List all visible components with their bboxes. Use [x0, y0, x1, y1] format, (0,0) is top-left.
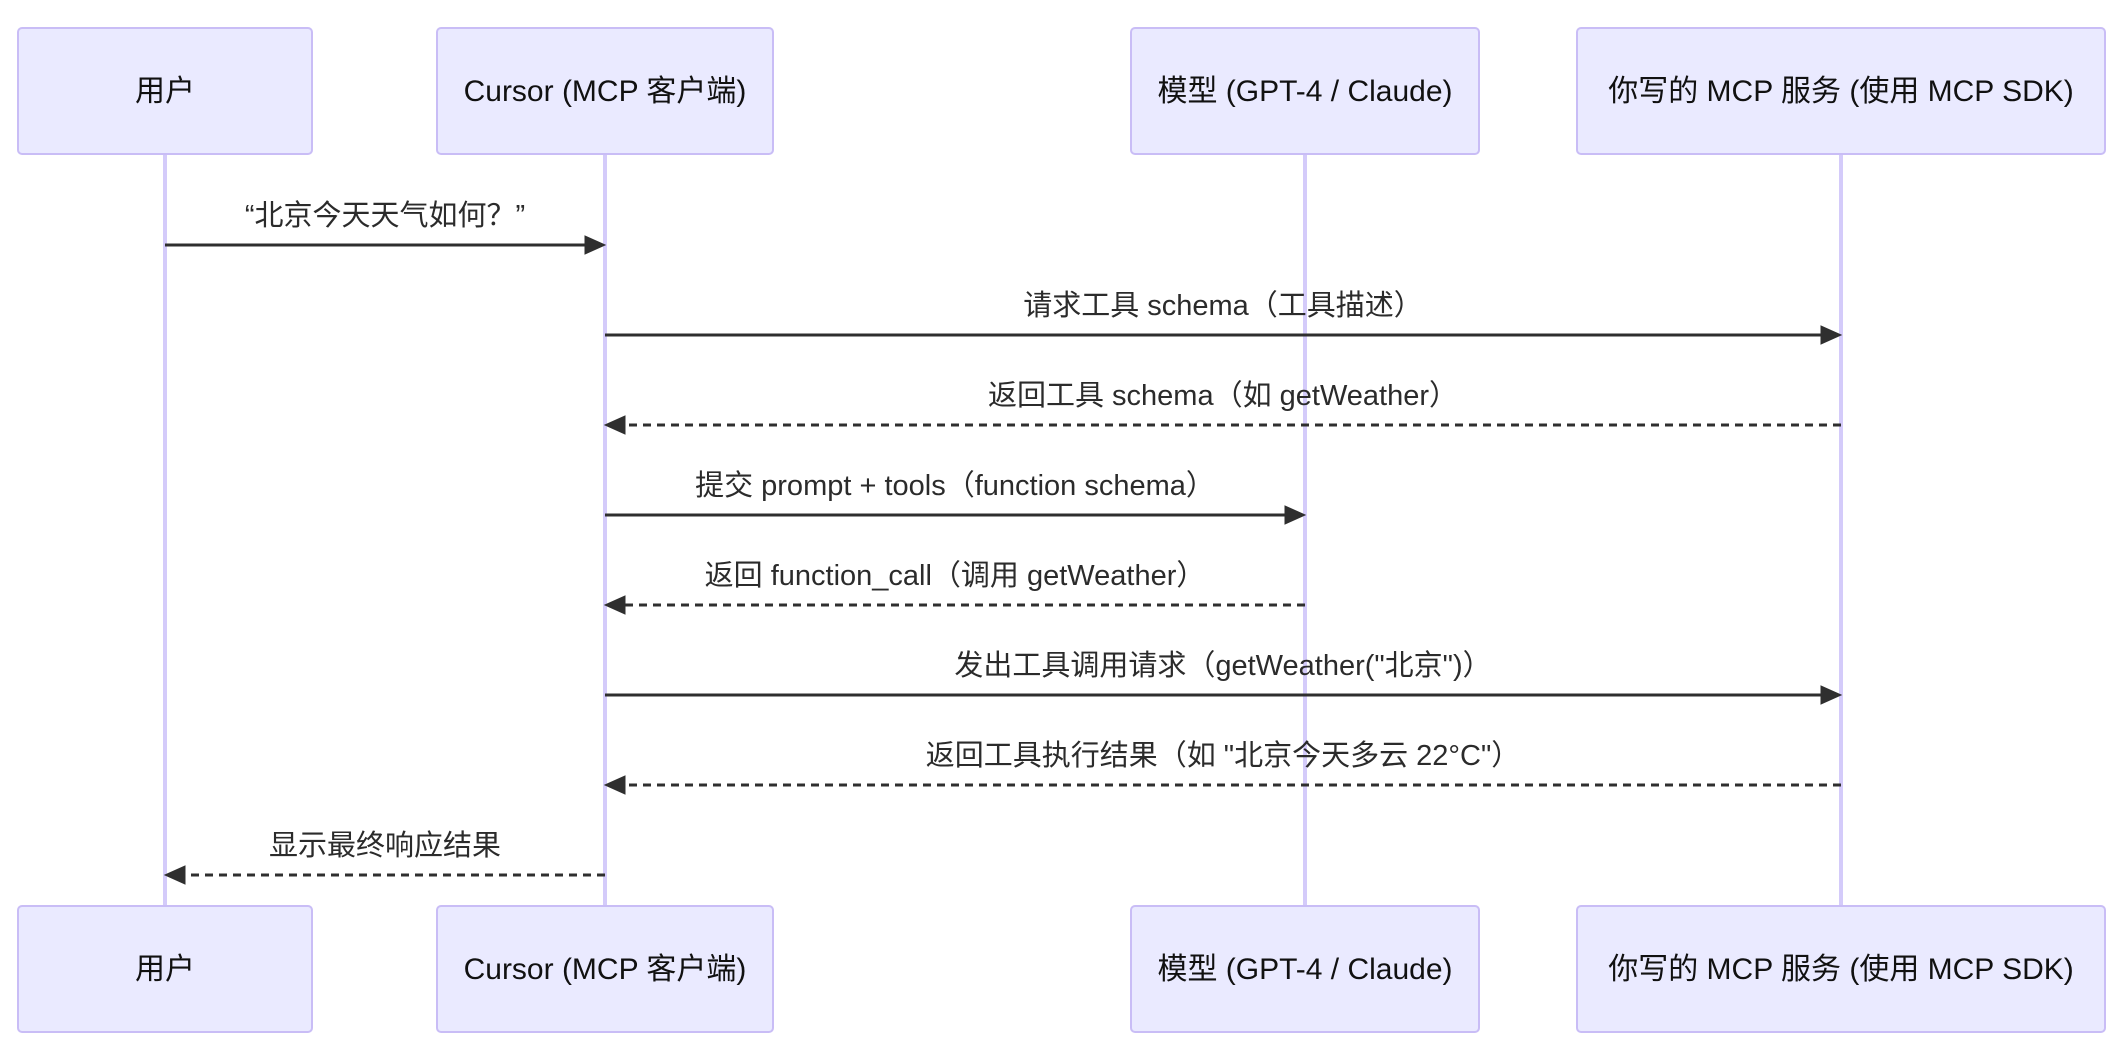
- actor-box: [1130, 905, 1480, 1033]
- message-label: 请求工具 schema（工具描述）: [1023, 289, 1423, 322]
- message-label: 提交 prompt + tools（function schema）: [695, 469, 1215, 502]
- arrowhead-icon: [1820, 685, 1843, 705]
- message-label: “北京今天天气如何？”: [245, 199, 525, 232]
- actor-bottom-mcp: 你写的 MCP 服务 (使用 MCP SDK): [1576, 905, 2106, 1033]
- message-label: 显示最终响应结果: [269, 829, 501, 862]
- message-label: 返回工具执行结果（如 "北京今天多云 22°C"）: [926, 739, 1521, 772]
- actor-label: 用户: [135, 953, 195, 986]
- actor-box: [17, 905, 313, 1033]
- arrowhead-icon: [1284, 505, 1307, 525]
- message-2: 请求工具 schema（工具描述）: [605, 289, 1843, 345]
- actor-label: Cursor (MCP 客户端): [464, 953, 747, 986]
- arrowhead-icon: [603, 775, 626, 795]
- arrowhead-icon: [584, 235, 607, 255]
- actors-top: 用户 Cursor (MCP 客户端) 模型 (GPT-4 / Claude) 你写的…: [17, 27, 2106, 155]
- message-3: 返回工具 schema（如 getWeather）: [603, 379, 1841, 435]
- arrowhead-icon: [603, 595, 626, 615]
- actor-box: [17, 27, 313, 155]
- actors-bottom: 用户 Cursor (MCP 客户端) 模型 (GPT-4 / Claude) 你写的…: [17, 905, 2106, 1033]
- message-label: 返回工具 schema（如 getWeather）: [988, 379, 1458, 412]
- message-label: 发出工具调用请求（getWeather("北京")）: [954, 649, 1491, 682]
- message-4: 提交 prompt + tools（function schema）: [605, 469, 1307, 525]
- actor-label: 你写的 MCP 服务 (使用 MCP SDK): [1608, 953, 2074, 986]
- actor-label: Cursor (MCP 客户端): [464, 75, 747, 108]
- message-6: 发出工具调用请求（getWeather("北京")）: [605, 649, 1843, 705]
- actor-label: 模型 (GPT-4 / Claude): [1157, 75, 1452, 108]
- message-8: 显示最终响应结果: [163, 829, 605, 885]
- actor-bottom-user: 用户: [17, 905, 313, 1033]
- message-label: 返回 function_call（调用 getWeather）: [705, 560, 1206, 592]
- actor-box: [436, 905, 774, 1033]
- actor-label: 模型 (GPT-4 / Claude): [1157, 953, 1452, 986]
- message-5: 返回 function_call（调用 getWeather）: [603, 560, 1305, 615]
- actor-box: [1576, 905, 2106, 1033]
- actor-top-mcp: 你写的 MCP 服务 (使用 MCP SDK): [1576, 27, 2106, 155]
- actor-bottom-model: 模型 (GPT-4 / Claude): [1130, 905, 1480, 1033]
- message-7: 返回工具执行结果（如 "北京今天多云 22°C"）: [603, 739, 1841, 795]
- actor-box: [436, 27, 774, 155]
- actor-bottom-cursor: Cursor (MCP 客户端): [436, 905, 774, 1033]
- actor-top-model: 模型 (GPT-4 / Claude): [1130, 27, 1480, 155]
- actor-label: 用户: [135, 75, 195, 108]
- arrowhead-icon: [1820, 325, 1843, 345]
- messages: “北京今天天气如何？” 请求工具 schema（工具描述） 返回工具 schema（…: [163, 199, 1843, 885]
- message-1: “北京今天天气如何？”: [165, 199, 607, 255]
- actor-label: 你写的 MCP 服务 (使用 MCP SDK): [1608, 75, 2074, 108]
- actor-top-user: 用户: [17, 27, 313, 155]
- actor-box: [1576, 27, 2106, 155]
- actor-box: [1130, 27, 1480, 155]
- arrowhead-icon: [163, 865, 186, 885]
- arrowhead-icon: [603, 415, 626, 435]
- actor-top-cursor: Cursor (MCP 客户端): [436, 27, 774, 155]
- lifelines: [163, 154, 1843, 906]
